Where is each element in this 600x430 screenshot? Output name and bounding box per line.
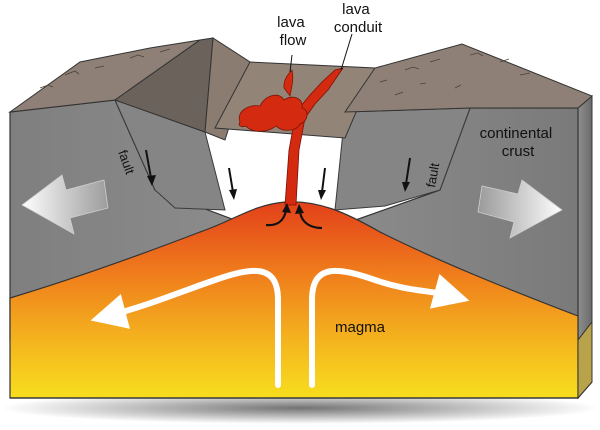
block-right-side	[577, 94, 593, 342]
lava-flow-stream	[283, 69, 294, 97]
fault-label-right: fault	[423, 161, 442, 188]
right-highland-top	[344, 43, 593, 113]
convection-arrows	[90, 267, 470, 388]
lava-conduit-label: lava conduit	[334, 1, 383, 36]
magma-label: magma	[335, 319, 386, 336]
fault-slip-arrows	[145, 149, 411, 193]
surface-texture	[39, 48, 531, 96]
extension-arrow-right	[477, 179, 563, 239]
continental-crust-label: continental crust	[480, 125, 557, 160]
extension-arrow-left	[21, 174, 109, 235]
lava-flow-pointer	[289, 54, 293, 73]
lava-flow-pool	[238, 94, 308, 132]
upwelling-arrowhead-right	[295, 204, 304, 214]
ground-shadow	[0, 392, 600, 424]
lava-conduit-pointer	[340, 33, 353, 71]
block-right-side-lower	[577, 320, 593, 400]
left-highland-top	[8, 39, 201, 113]
lava-flow-label: lava flow	[277, 14, 309, 49]
upwelling-arrows	[265, 209, 323, 230]
upwelling-arrowhead-left	[282, 203, 291, 213]
fault-slip-arrowheads	[147, 175, 410, 200]
